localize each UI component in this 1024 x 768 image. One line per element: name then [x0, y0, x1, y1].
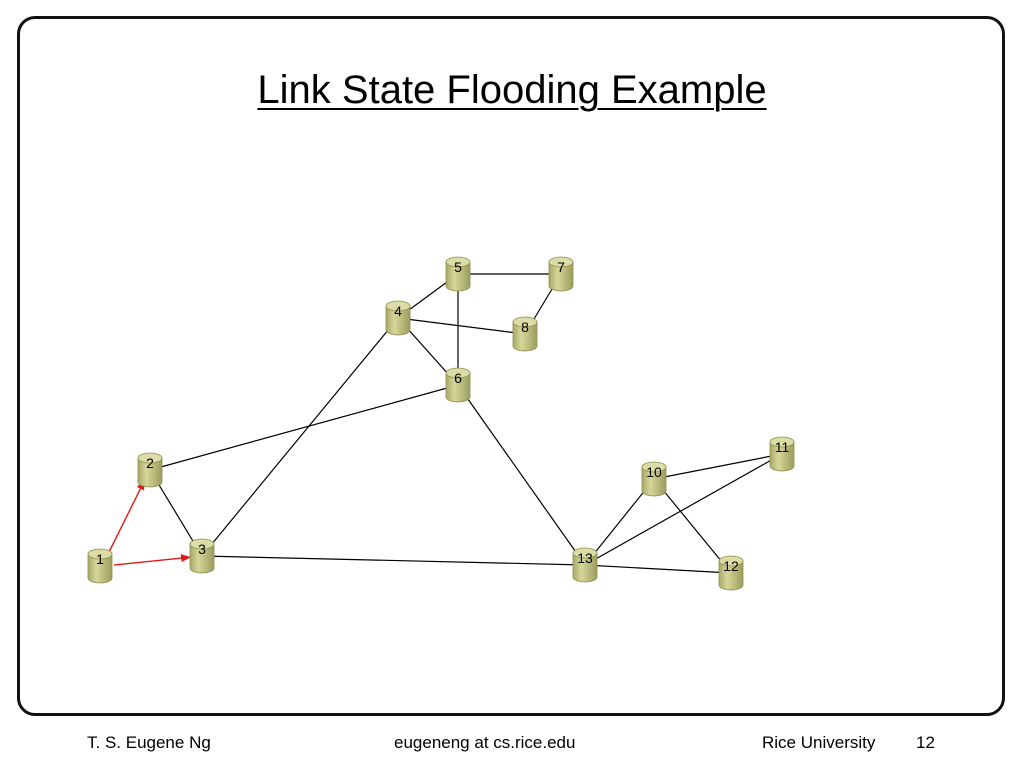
router-node-2: 2 [137, 452, 163, 488]
link-10-12 [653, 478, 732, 574]
router-body [512, 321, 538, 352]
link-2-6 [149, 384, 459, 471]
router-label: 7 [557, 259, 565, 275]
router-node-6: 6 [445, 367, 471, 403]
link-10-13 [584, 478, 655, 566]
router-body [641, 466, 667, 497]
router-body [445, 261, 471, 292]
router-body [87, 553, 113, 584]
slide-frame [17, 16, 1005, 716]
router-label: 1 [96, 551, 104, 567]
router-body [769, 441, 795, 472]
slide-title: Link State Flooding Example [257, 68, 767, 112]
link-4-8 [397, 317, 526, 335]
router-label: 2 [146, 455, 154, 471]
router-node-13: 13 [572, 547, 598, 583]
router-node-8: 8 [512, 316, 538, 352]
router-body [445, 372, 471, 403]
links-layer [149, 273, 783, 574]
router-node-10: 10 [641, 461, 667, 497]
router-top [718, 555, 744, 567]
router-label: 12 [723, 558, 739, 574]
router-body [548, 261, 574, 292]
router-top [445, 367, 471, 379]
router-body [718, 560, 744, 591]
router-top [137, 452, 163, 464]
router-label: 10 [646, 464, 662, 480]
router-node-1: 1 [87, 548, 113, 584]
link-12-13 [584, 564, 732, 574]
router-label: 11 [775, 439, 790, 455]
router-node-5: 5 [445, 256, 471, 292]
router-top [548, 256, 574, 268]
router-node-7: 7 [548, 256, 574, 292]
router-top [512, 316, 538, 328]
router-top [769, 436, 795, 448]
router-label: 8 [521, 319, 529, 335]
link-10-11 [653, 453, 783, 480]
router-node-11: 11 [769, 436, 795, 472]
flood-arrow-1-2 [105, 479, 146, 558]
link-6-13 [457, 384, 586, 566]
footer-page-number: 12 [916, 733, 935, 752]
router-top [572, 547, 598, 559]
router-body [385, 305, 411, 336]
router-label: 6 [454, 370, 462, 386]
router-top [641, 461, 667, 473]
footer-email: eugeneng at cs.rice.edu [394, 733, 576, 752]
router-label: 5 [454, 259, 462, 275]
router-node-4: 4 [385, 300, 411, 336]
footer-author: T. S. Eugene Ng [87, 733, 211, 752]
flood-arrow-1-3 [113, 554, 192, 566]
link-3-13 [201, 555, 586, 566]
router-top [385, 300, 411, 312]
router-body [572, 552, 598, 583]
router-node-12: 12 [718, 555, 744, 591]
router-label: 3 [198, 541, 206, 557]
router-body [137, 457, 163, 488]
router-label: 4 [394, 303, 402, 319]
router-top [445, 256, 471, 268]
router-top [87, 548, 113, 560]
link-3-4 [201, 317, 399, 557]
flood-arrows-layer [105, 479, 192, 566]
router-label: 13 [577, 550, 593, 566]
link-11-13 [584, 453, 783, 566]
footer-institution: Rice University [762, 733, 876, 752]
router-top [189, 538, 215, 550]
router-node-3: 3 [189, 538, 215, 574]
router-body [189, 543, 215, 574]
